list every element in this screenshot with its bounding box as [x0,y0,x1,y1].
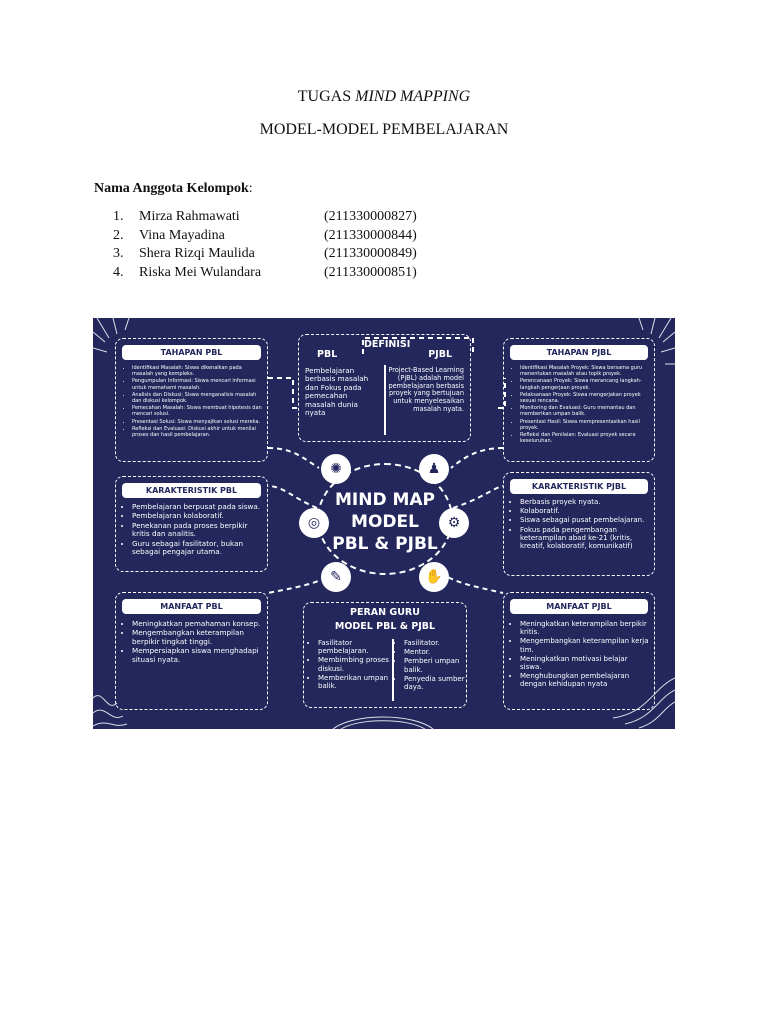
tahapan-pjbl-box: TAHAPAN PJBL Identifikasi Masalah Proyek… [503,338,655,462]
list-item: Refleksi dan Evaluasi: Diskusi akhir unt… [132,426,262,438]
list-item: Menghubungkan pembelajaran dengan kehidu… [520,672,649,688]
tools-icon: ✎ [321,562,351,592]
list-item: Refleksi dan Penilaian: Evaluasi proyek … [520,432,649,444]
definisi-divider [384,365,386,435]
lightbulb-icon: ✺ [321,454,351,484]
list-item: Penekanan pada proses berpikir kritis da… [132,521,262,539]
karakteristik-pjbl-list: Berbasis proyek nyata. Kolaboratif. Sisw… [512,498,649,551]
list-item: Analisis dan Diskusi: Siswa menganalisis… [132,392,262,404]
peran-guru-box: PERAN GURU MODEL PBL & PJBL Fasilitator … [303,602,467,708]
list-item: Meningkatkan keterampilan berpikir kriti… [520,620,649,636]
list-item: Pemberi umpan balik. [404,657,468,673]
head-gear-icon: ⚙ [439,508,469,538]
list-item: Mengembangkan keterampilan kerja tim. [520,637,649,653]
peran-guru-divider [392,639,394,701]
member-row: 4.Riska Mei Wulandara(211330000851) [113,264,417,280]
tahapan-pjbl-title: TAHAPAN PJBL [510,345,648,360]
center-title-line2: MODEL [351,512,419,532]
list-item: Membimbing proses diskusi. [318,656,390,672]
list-item: Kolaboratif. [520,507,649,515]
definisi-box: DEFINISI PBL PJBL Pembelajaran berbasis … [298,334,471,442]
list-item: Pembelajaran kolaboratif. [132,511,262,520]
title-italic: MIND MAPPING [355,88,471,105]
manfaat-pjbl-box: MANFAAT PJBL Meningkatkan keterampilan b… [503,592,655,710]
peran-guru-pjbl-list: Fasilitator. Mentor. Pemberi umpan balik… [396,639,468,692]
center-title-line1: MIND MAP [334,490,436,510]
list-item: Berbasis proyek nyata. [520,498,649,506]
list-item: Mentor. [404,648,468,656]
members-label: Nama Anggota Kelompok: [94,181,253,196]
manfaat-pjbl-title: MANFAAT PJBL [510,599,648,614]
peran-guru-pbl-list: Fasilitator pembelajaran. Membimbing pro… [310,639,390,691]
list-item: Pengumpulan Informasi: Siswa mencari inf… [132,378,262,390]
member-row: 1.Mirza Rahmawati(211330000827) [113,209,417,224]
member-row: 2.Vina Mayadina(211330000844) [113,227,417,243]
list-item: Monitoring dan Evaluasi: Guru memantau d… [520,405,649,417]
center-title-line3: PBL & PJBL [332,534,438,554]
tahapan-pjbl-list: Identifikasi Masalah Proyek: Siswa bersa… [512,365,649,445]
tahapan-pbl-list: Identifikasi Masalah: Siswa dikenalkan p… [124,365,262,439]
manfaat-pbl-title: MANFAAT PBL [122,599,261,614]
list-item: Guru sebagai fasilitator, bukan sebagai … [132,539,262,557]
list-item: Pelaksanaan Proyek: Siswa mengerjakan pr… [520,392,649,404]
list-item: Memberikan umpan balik. [318,674,390,690]
peran-guru-title: PERAN GURU [350,607,420,618]
list-item: Mempersiapkan siswa menghadapi situasi n… [132,647,262,664]
list-item: Fokus pada pengembangan keterampilan aba… [520,526,649,551]
karakteristik-pbl-box: KARAKTERISTIK PBL Pembelajaran berpusat … [115,476,268,572]
manfaat-pbl-list: Meningkatkan pemahaman konsep. Mengemban… [124,619,262,665]
list-item: Identifikasi Masalah Proyek: Siswa bersa… [520,365,649,377]
list-item: Presentasi Solusi: Siswa menyajikan solu… [132,419,262,425]
list-item: Siswa sebagai pusat pembelajaran. [520,516,649,524]
karakteristik-pbl-list: Pembelajaran berpusat pada siswa. Pembel… [124,502,262,557]
manfaat-pjbl-list: Meningkatkan keterampilan berpikir kriti… [512,620,649,690]
karakteristik-pbl-title: KARAKTERISTIK PBL [122,483,261,498]
members-list: 1.Mirza Rahmawati(211330000827) 2.Vina M… [113,208,417,282]
definisi-title: DEFINISI [364,339,411,350]
people-icon: ♟ [419,454,449,484]
list-item: Identifikasi Masalah: Siswa dikenalkan p… [132,365,262,377]
member-row: 3.Shera Rizqi Maulida(211330000849) [113,246,417,261]
definisi-pbl-label: PBL [317,349,338,360]
definisi-pjbl-label: PJBL [428,349,452,360]
manfaat-pbl-box: MANFAAT PBL Meningkatkan pemahaman konse… [115,592,268,710]
list-item: Penyedia sumber daya. [404,675,468,691]
list-item: Meningkatkan pemahaman konsep. [132,619,262,628]
definisi-pbl-text: Pembelajaran berbasis masalah dan Fokus … [305,366,369,418]
list-item: Pemecahan Masalah: Siswa membuat hipotes… [132,405,262,417]
hands-icon: ✋ [419,562,449,592]
list-item: Fasilitator pembelajaran. [318,639,390,655]
definisi-pjbl-text: Project-Based Learning (PjBL) adalah mod… [388,366,464,413]
list-item: Fasilitator. [404,639,468,647]
list-item: Perencanaan Proyek: Siswa merancang lang… [520,378,649,390]
karakteristik-pjbl-box: KARAKTERISTIK PJBL Berbasis proyek nyata… [503,472,655,576]
list-item: Mengembangkan keterampilan berpikir ting… [132,629,262,646]
list-item: Meningkatkan motivasi belajar siswa. [520,655,649,671]
decorative-lines [93,318,675,729]
list-item: Pembelajaran berpusat pada siswa. [132,502,262,511]
peran-guru-subtitle: MODEL PBL & PJBL [334,621,436,632]
tahapan-pbl-title: TAHAPAN PBL [122,345,261,360]
document-subtitle: MODEL-MODEL PEMBELAJARAN [259,121,509,138]
mind-map-poster: TAHAPAN PBL Identifikasi Masalah: Siswa … [93,318,675,729]
list-item: Presentasi Hasil: Siswa mempresentasikan… [520,419,649,431]
document-title: TUGAS MIND MAPPING [297,88,471,105]
target-icon: ◎ [299,508,329,538]
karakteristik-pjbl-title: KARAKTERISTIK PJBL [510,479,648,494]
tahapan-pbl-box: TAHAPAN PBL Identifikasi Masalah: Siswa … [115,338,268,462]
